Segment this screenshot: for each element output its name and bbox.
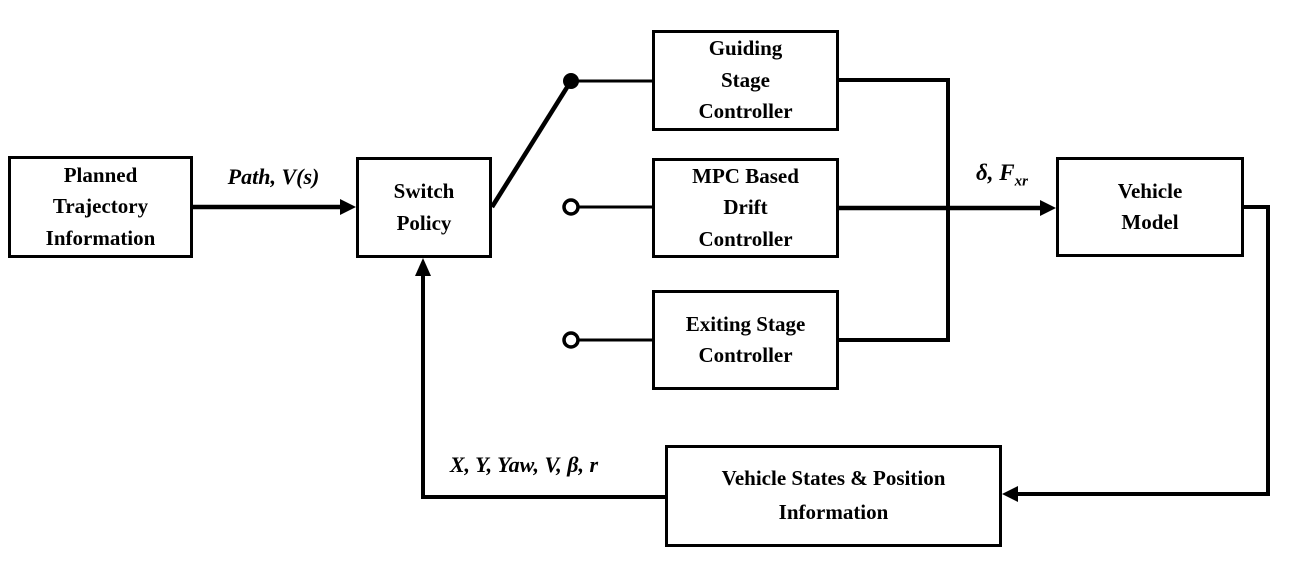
open-contact-circle-mpc	[562, 198, 580, 216]
control-output-arrow	[839, 200, 1056, 216]
switch-open-contact-exiting	[562, 331, 652, 349]
switch-open-contact-mpc	[562, 198, 652, 216]
vehicle-states-box: Vehicle States & Position Information	[665, 445, 1002, 547]
input-arrow	[193, 199, 356, 215]
exiting-stage-controller-label: Exiting Stage Controller	[685, 311, 806, 368]
vehicle-model-box: Vehicle Model	[1056, 157, 1244, 257]
open-contact-circle-exiting	[562, 331, 580, 349]
planned-trajectory-label: Planned Trajectory Information	[45, 162, 156, 250]
planned-trajectory-box: Planned Trajectory Information	[8, 156, 193, 258]
control-signal-subscript: xr	[1014, 173, 1028, 190]
switch-policy-box: Switch Policy	[356, 157, 492, 258]
switch-arm-line	[490, 79, 573, 209]
switch-policy-label: Switch Policy	[393, 179, 455, 235]
vehicle-model-output-arrow	[1002, 205, 1270, 502]
feedback-signal-label: X, Y, Yaw, V, β, r	[449, 452, 599, 477]
vehicle-model-label: Vehicle Model	[1117, 178, 1183, 235]
path-signal-label: Path, V(s)	[227, 164, 320, 189]
control-signal-main: δ, F	[976, 160, 1015, 185]
guiding-stage-controller-box: Guiding Stage Controller	[652, 30, 839, 131]
vehicle-states-label: Vehicle States & Position Information	[721, 466, 946, 524]
mpc-drift-controller-label: MPC Based Drift Controller	[692, 163, 799, 251]
mpc-drift-controller-box: MPC Based Drift Controller	[652, 158, 839, 258]
exiting-stage-controller-box: Exiting Stage Controller	[652, 290, 839, 390]
switch-closed-contact-guiding	[563, 73, 652, 89]
feedback-arrow	[415, 258, 665, 499]
control-signal-label: δ, Fxr	[948, 160, 1056, 191]
guiding-stage-controller-label: Guiding Stage Controller	[698, 36, 793, 124]
